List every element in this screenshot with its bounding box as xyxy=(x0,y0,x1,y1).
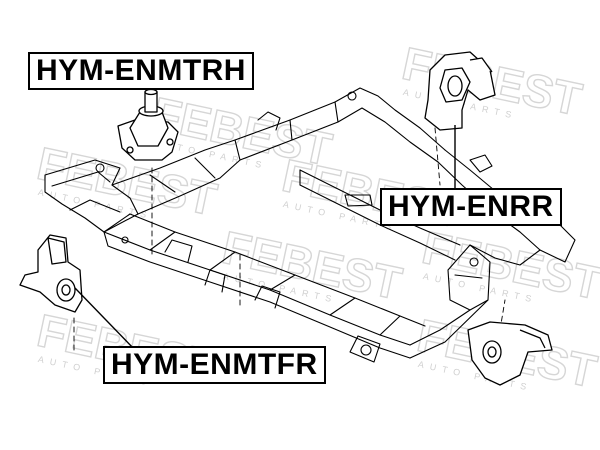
mount-part-rh xyxy=(117,88,179,161)
part-label-enrr: HYM-ENRR xyxy=(380,188,562,226)
part-label-enmtrh: HYM-ENMTRH xyxy=(28,52,254,90)
leader-lines xyxy=(74,125,456,351)
mount-part-fr xyxy=(19,234,83,313)
mount-part-rr xyxy=(424,51,496,131)
leader-line-enmtfr xyxy=(74,287,136,351)
part-label-enmtfr: HYM-ENMTFR xyxy=(103,346,326,384)
mount-part-rear xyxy=(467,321,553,386)
